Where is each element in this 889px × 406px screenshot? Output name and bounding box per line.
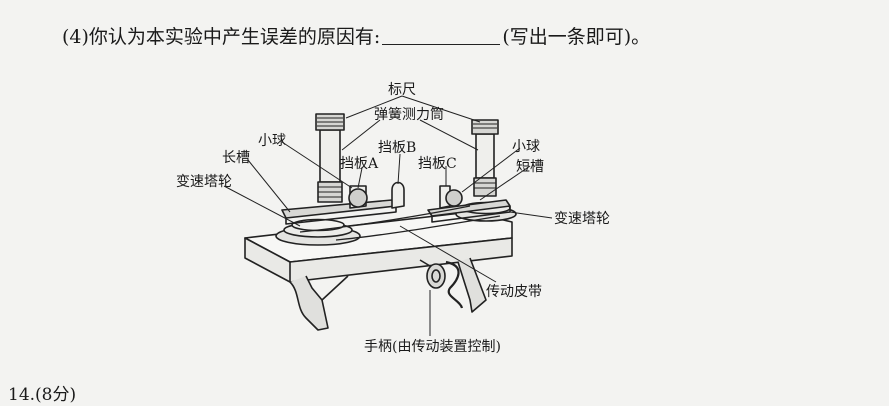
label-scale: 标尺 <box>388 82 416 98</box>
label-spring-cylinder: 弹簧测力筒 <box>374 107 444 123</box>
transmission-belt <box>335 215 501 241</box>
base-leg-left <box>289 275 329 331</box>
label-tower-pulley-left: 变速塔轮 <box>176 174 232 190</box>
crank-handle <box>445 260 464 309</box>
lower-pulley <box>426 263 446 289</box>
base-leg-right <box>457 257 487 313</box>
label-baffle-a: 挡板A <box>340 156 379 172</box>
label-baffle-b: 挡板B <box>378 140 417 156</box>
label-tower-pulley-right: 变速塔轮 <box>554 211 610 227</box>
question-number: (4) <box>62 26 89 48</box>
spring-cylinder-right <box>475 133 495 179</box>
label-baffle-c: 挡板C <box>418 156 457 172</box>
label-short-groove: 短槽 <box>516 159 544 175</box>
question-hint: (写出一条即可)。 <box>502 26 651 48</box>
answer-blank[interactable] <box>382 26 501 45</box>
ball-left <box>348 188 368 208</box>
question-text: 你认为本实验中产生误差的原因有: <box>88 26 381 48</box>
spring-cylinder-left <box>319 129 341 183</box>
question-4: (4)你认为本实验中产生误差的原因有: (写出一条即可)。 <box>62 22 650 49</box>
next-question-number: 14.(8分) <box>8 385 77 405</box>
label-small-ball-right: 小球 <box>512 139 540 155</box>
label-small-ball-left: 小球 <box>258 133 286 149</box>
ball-right <box>445 189 463 207</box>
label-handle: 手柄(由传动装置控制) <box>364 339 501 355</box>
baffle-b <box>391 181 405 209</box>
label-transmission-belt: 传动皮带 <box>486 284 542 300</box>
label-long-groove: 长槽 <box>222 150 250 166</box>
